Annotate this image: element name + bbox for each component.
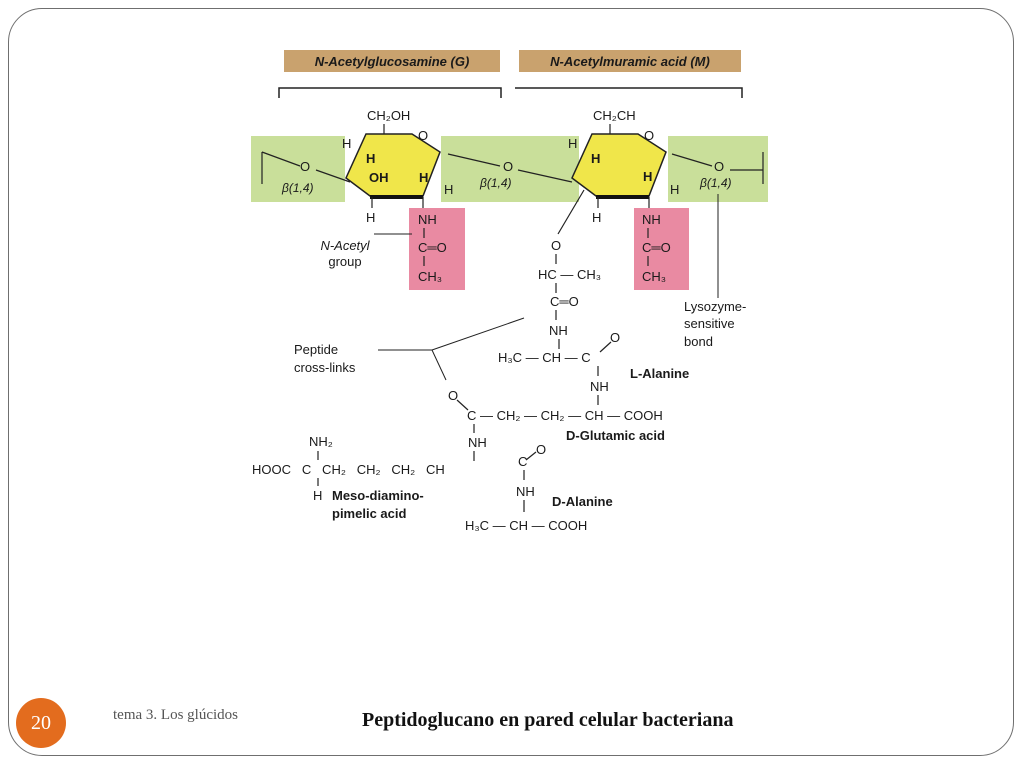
nag-bracket — [278, 87, 502, 98]
nam-acetyl-nh: NH — [642, 212, 661, 227]
nam-acetyl-carbonyl: C═O — [642, 240, 671, 255]
nam-h4: H — [670, 182, 679, 197]
n-acetyl-ch3: CH₃ — [418, 269, 442, 284]
peptide-pointer-2 — [431, 317, 525, 351]
n-acetyl-carbonyl: C═O — [418, 240, 447, 255]
glycosidic-bond-right — [671, 152, 764, 184]
d-glu-chain: C — CH₂ — CH₂ — CH — COOH — [467, 408, 663, 423]
nam-h3: H — [643, 169, 652, 184]
d-ala-chain: H₃C — CH — COOH — [465, 518, 587, 533]
lactyl-bond — [557, 189, 585, 235]
nam-acetyl-box — [634, 208, 689, 290]
slide-caption: Peptidoglucano en pared celular bacteria… — [362, 709, 734, 731]
linkage-band-middle — [441, 136, 579, 202]
nam-h1: H — [568, 136, 577, 151]
lysozyme-label-3: bond — [684, 334, 713, 349]
dap-label-1: Meso-diamino- — [332, 488, 424, 503]
nag-h2: H — [366, 151, 375, 166]
d-glu-label: D-Glutamic acid — [566, 428, 665, 443]
nag-h1: H — [342, 136, 351, 151]
l-alanine-label: L-Alanine — [630, 366, 689, 381]
nag-ring-oxygen: O — [418, 128, 428, 143]
n-acetyl-nh: NH — [418, 212, 437, 227]
nam-acetyl-ch3: CH₃ — [642, 269, 666, 284]
nag-h4: H — [444, 182, 453, 197]
lactyl-nh: NH — [549, 323, 568, 338]
lysozyme-label-1: Lysozyme- — [684, 299, 746, 314]
glycosidic-bond-middle — [447, 153, 573, 183]
nam-h5: H — [592, 210, 601, 225]
lactyl-carbonyl: C═O — [550, 294, 579, 309]
glycosidic-oxygen-middle: O — [503, 159, 513, 174]
dap-nh2: NH₂ — [309, 434, 333, 449]
linkage-band-left — [251, 136, 345, 202]
nag-header-box — [284, 50, 500, 72]
nag-header: N-Acetylglucosamine (G) — [315, 54, 470, 69]
lysozyme-label-2: sensitive — [684, 316, 735, 331]
d-ala-nh: NH — [516, 484, 535, 499]
linkage-band-right — [668, 136, 768, 202]
slide-number-badge: 20 — [16, 698, 66, 748]
d-ala-carbonyl-bond — [525, 451, 537, 461]
glycosidic-oxygen-left: O — [300, 159, 310, 174]
n-acetyl-label-1: N-Acetyl — [320, 238, 370, 253]
nag-h3: H — [419, 170, 428, 185]
peptide-label-2: cross-links — [294, 360, 356, 375]
l-alanine-oxygen: O — [610, 330, 620, 345]
slide-frame — [8, 8, 1014, 756]
d-glu-oxygen: O — [448, 388, 458, 403]
d-ala-carbon: C — [518, 454, 527, 469]
nam-h2: H — [591, 151, 600, 166]
nag-h5: H — [366, 210, 375, 225]
n-acetyl-label-2: group — [328, 254, 361, 269]
nam-header: N-Acetylmuramic acid (M) — [550, 54, 710, 69]
d-ala-oxygen: O — [536, 442, 546, 457]
d-ala-label: D-Alanine — [552, 494, 613, 509]
nag-sugar-ring — [345, 133, 441, 197]
n-acetyl-box — [409, 208, 465, 290]
nam-header-box — [519, 50, 741, 72]
nam-ring-oxygen: O — [644, 128, 654, 143]
nam-ch2ch: CH₂CH — [593, 108, 636, 123]
linkage-label-left: β(1,4) — [281, 181, 314, 195]
linkage-label-middle: β(1,4) — [479, 176, 512, 190]
glycosidic-oxygen-right: O — [714, 159, 724, 174]
footer-topic: tema 3. Los glúcidos — [113, 707, 238, 723]
dap-chain: HOOC C CH₂ CH₂ CH₂ CH — [252, 462, 445, 477]
linkage-label-right: β(1,4) — [699, 176, 732, 190]
peptide-label-1: Peptide — [294, 342, 338, 357]
dap-h: H — [313, 488, 322, 503]
nam-sugar-ring — [571, 133, 667, 197]
d-glu-carbonyl-bond — [456, 399, 469, 411]
nam-bracket — [515, 87, 743, 98]
peptide-pointer-3 — [431, 349, 447, 381]
lactyl-oxygen: O — [551, 238, 561, 253]
l-alanine-nh: NH — [590, 379, 609, 394]
lactyl-hc-ch3: HC — CH₃ — [538, 267, 601, 282]
dap-label-2: pimelic acid — [332, 506, 406, 521]
nag-ch2oh: CH₂OH — [367, 108, 410, 123]
l-alanine-chain: H₃C — CH — C — [498, 350, 591, 365]
glycosidic-bond-left — [261, 151, 351, 184]
d-glu-nh: NH — [468, 435, 487, 450]
nag-oh: OH — [369, 170, 389, 185]
l-alanine-carbonyl-bond — [599, 341, 612, 353]
